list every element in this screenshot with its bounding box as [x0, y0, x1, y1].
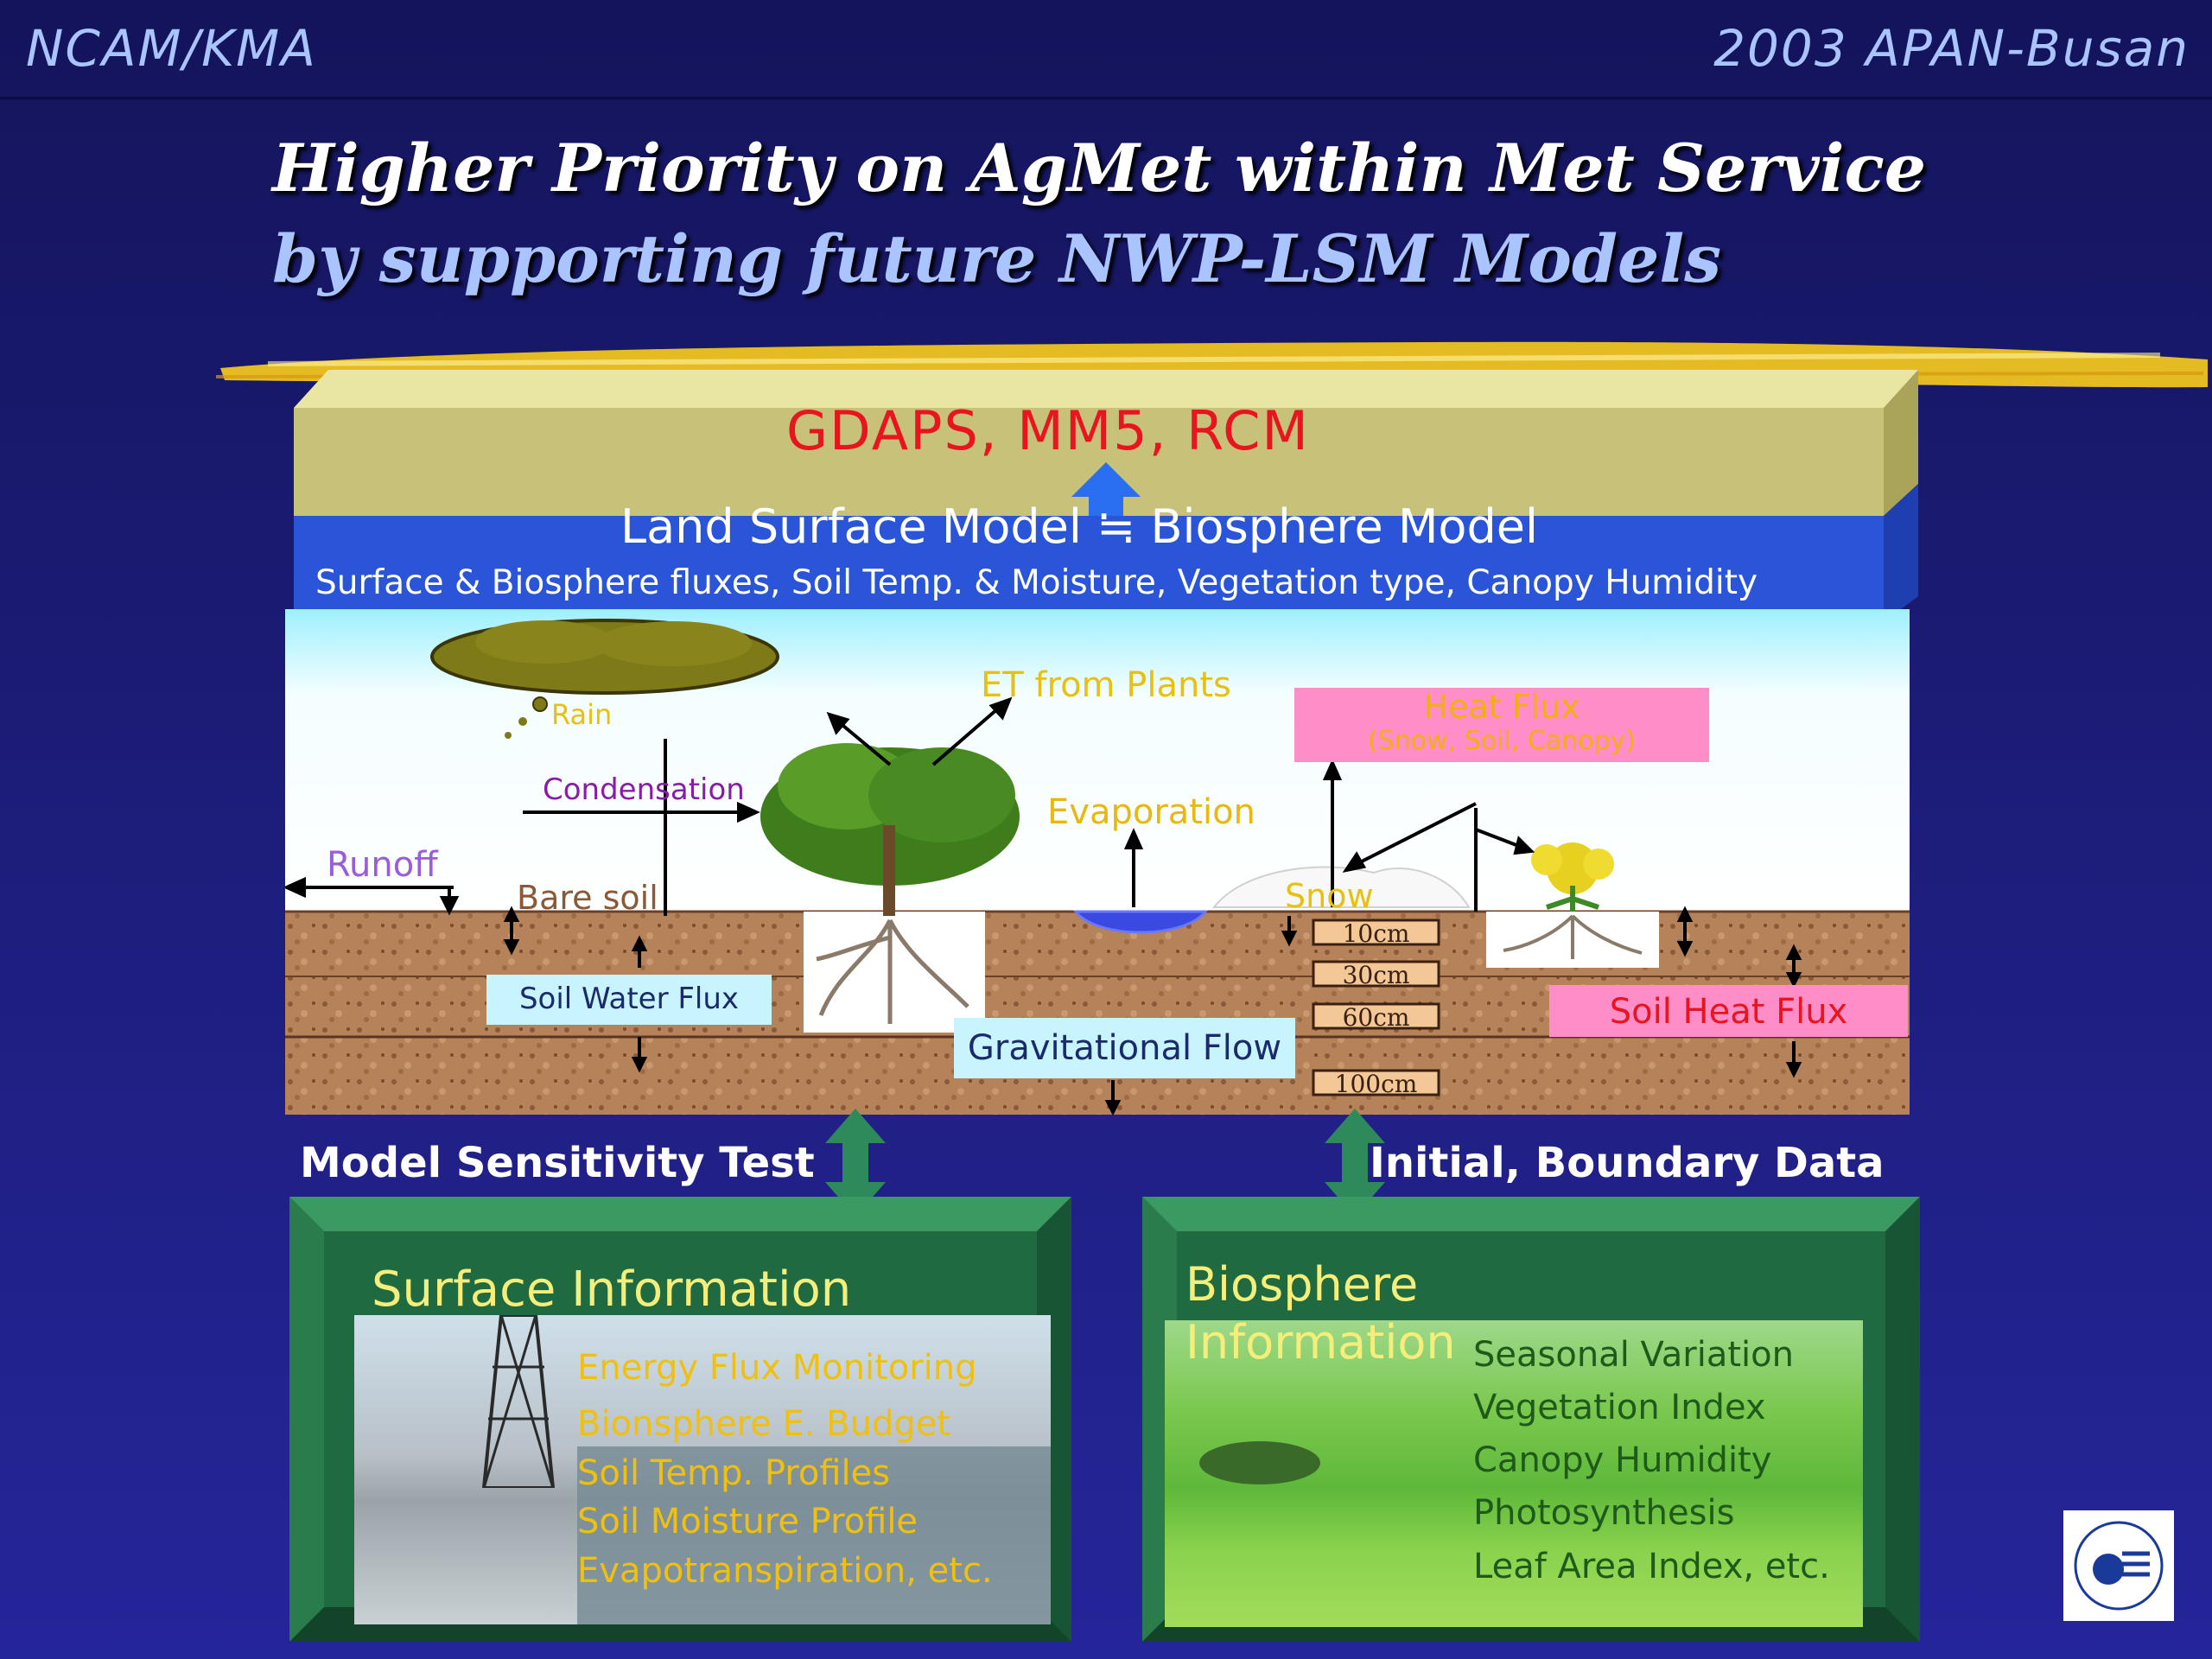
photo-overlay — [577, 1446, 1051, 1624]
title-line-1: Higher Priority on AgMet within Met Serv… — [272, 130, 1927, 207]
bare-soil-label: Bare soil — [517, 879, 658, 917]
cloud-icon — [430, 619, 779, 739]
soil-heat-flux-label: Soil Heat Flux — [1609, 992, 1848, 1032]
depth-10cm: 10cm — [1342, 919, 1410, 948]
biosphere-item-3: Canopy Humidity — [1473, 1440, 1772, 1480]
surface-info-title: Surface Information — [372, 1262, 852, 1318]
header-divider — [0, 97, 2212, 99]
lsm-title: Land Surface Model ≒ Biosphere Model — [620, 499, 1538, 554]
surface-item-3: Soil Temp. Profiles — [577, 1453, 891, 1493]
evaporation-label: Evaporation — [1047, 792, 1255, 832]
soil-water-flux-label: Soil Water Flux — [518, 982, 740, 1016]
biosphere-item-2: Vegetation Index — [1473, 1388, 1766, 1427]
biosphere-item-1: Seasonal Variation — [1473, 1335, 1794, 1375]
snow-label: Snow — [1285, 877, 1374, 915]
header-right: 2003 APAN-Busan — [1713, 19, 2190, 78]
runoff-label: Runoff — [327, 845, 438, 885]
heat-flux-box: Heat Flux (Snow, Soil, Canopy) — [1294, 688, 1709, 762]
tower-photo — [354, 1315, 1051, 1624]
tree-icon — [760, 743, 1020, 1033]
header-left: NCAM/KMA — [26, 19, 317, 78]
heat-flux-sublabel: (Snow, Soil, Canopy) — [1367, 726, 1637, 756]
soil-heat-flux-box: Soil Heat Flux — [1549, 985, 1908, 1037]
surface-item-4: Soil Moisture Profile — [577, 1502, 918, 1541]
flux-arrows — [285, 696, 1802, 1115]
condensation-label: Condensation — [543, 772, 745, 807]
depth-boxes — [1312, 918, 1440, 1096]
depth-100cm: 100cm — [1334, 1070, 1418, 1098]
models-label: GDAPS, MM5, RCM — [786, 399, 1310, 462]
lsm-subtitle: Surface & Biosphere fluxes, Soil Temp. &… — [315, 563, 1758, 602]
flower-icon — [1486, 842, 1659, 968]
et-plants-label: ET from Plants — [981, 665, 1231, 705]
biosphere-info-title-2: Information — [1185, 1315, 1456, 1370]
soil-water-flux-box: Soil Water Flux — [486, 975, 772, 1025]
biosphere-item-4: Photosynthesis — [1473, 1493, 1735, 1533]
surface-item-5: Evapotranspiration, etc. — [577, 1551, 993, 1591]
gravitational-flow-box: Gravitational Flow — [954, 1018, 1295, 1078]
kma-logo-icon — [2063, 1510, 2174, 1621]
tree-silhouette — [1199, 1441, 1320, 1484]
initial-boundary-label: Initial, Boundary Data — [1370, 1139, 1885, 1187]
rain-label: Rain — [551, 698, 613, 731]
heat-flux-label: Heat Flux — [1423, 688, 1580, 726]
kma-logo-graphic — [2074, 1521, 2164, 1611]
tower-icon — [481, 1315, 556, 1488]
model-sensitivity-label: Model Sensitivity Test — [300, 1139, 815, 1187]
surface-item-1: Energy Flux Monitoring — [577, 1348, 977, 1388]
field-photo — [1165, 1320, 1863, 1627]
title-line-2: by supporting future NWP-LSM Models — [272, 220, 1722, 297]
biosphere-item-5: Leaf Area Index, etc. — [1473, 1547, 1830, 1586]
link-arrow-right — [1325, 1109, 1385, 1217]
pond — [1072, 910, 1209, 934]
gravitational-flow-label: Gravitational Flow — [967, 1028, 1282, 1068]
depth-30cm: 30cm — [1342, 961, 1410, 989]
snow-mound — [1211, 866, 1471, 908]
biosphere-info-title-1: Biosphere — [1185, 1257, 1419, 1312]
depth-60cm: 60cm — [1342, 1003, 1410, 1032]
link-arrow-left — [825, 1109, 886, 1217]
surface-item-2: Bionsphere E. Budget — [577, 1404, 951, 1444]
model-box-frame — [294, 370, 1918, 622]
